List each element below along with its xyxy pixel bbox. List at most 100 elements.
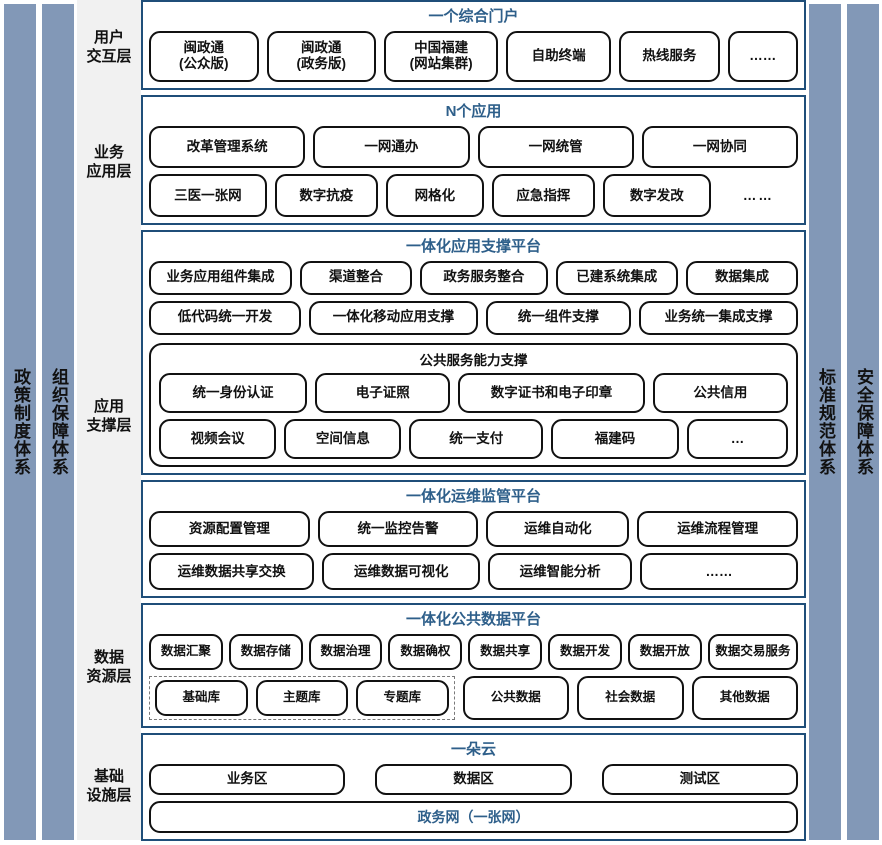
- node-test-zone[interactable]: 测试区: [601, 763, 798, 795]
- node-basic-library[interactable]: 基础库: [155, 679, 248, 716]
- pillar-standard-specification: 标准规范体系: [809, 4, 841, 840]
- node-data-aggregation[interactable]: 数据汇聚: [149, 633, 223, 670]
- node-lowcode-unified-dev[interactable]: 低代码统一开发: [149, 300, 302, 335]
- panel-infra-row-zones: 业务区 数据区 测试区: [149, 763, 798, 795]
- node-data-opening[interactable]: 数据开放: [627, 633, 702, 670]
- layer-label-line2: 交互层: [86, 47, 132, 65]
- panel-ops-row-2: 运维数据共享交换 运维数据可视化 运维智能分析 ……: [149, 553, 798, 590]
- panel-infra-row-network: 政务网（一张网）: [149, 800, 798, 834]
- node-line2: (网站集群): [409, 56, 473, 72]
- node-ops-process-management[interactable]: 运维流程管理: [637, 510, 799, 548]
- node-hotline-service[interactable]: 热线服务: [619, 30, 720, 82]
- panel-portal-row: 闽政通 (公众版) 闽政通 (政务版) 中国福建 (网站集群): [149, 30, 798, 82]
- node-unified-component-support[interactable]: 统一组件支撑: [485, 300, 631, 335]
- node-resource-config-management[interactable]: 资源配置管理: [149, 510, 310, 548]
- node-unified-payment[interactable]: 统一支付: [409, 418, 543, 459]
- node-data-trading-service[interactable]: 数据交易服务: [707, 633, 798, 670]
- node-spatial-information[interactable]: 空间信息: [284, 418, 402, 459]
- node-gov-service-integration[interactable]: 政务服务整合: [420, 260, 548, 295]
- node-unified-monitoring-alarm[interactable]: 统一监控告警: [317, 510, 479, 548]
- layer-label-line1: 基础: [93, 767, 124, 785]
- node-data-sharing[interactable]: 数据共享: [468, 633, 543, 670]
- node-digital-epidemic[interactable]: 数字抗疫: [274, 174, 378, 217]
- node-emergency-command[interactable]: 应急指挥: [491, 174, 595, 217]
- panel-ops-monitoring: 一体化运维监管平台 资源配置管理 统一监控告警 运维自动化 运维流程管理 运维数…: [141, 480, 806, 598]
- node-minzhengtong-gov[interactable]: 闽政通 (政务版): [266, 30, 377, 82]
- node-china-fujian-sites[interactable]: 中国福建 (网站集群): [384, 30, 499, 82]
- node-subject-library[interactable]: 主题库: [255, 679, 349, 716]
- node-ops-intelligent-analysis[interactable]: 运维智能分析: [488, 553, 632, 590]
- node-fujian-code[interactable]: 福建码: [551, 418, 680, 459]
- node-government-network[interactable]: 政务网（一张网）: [149, 800, 798, 834]
- node-thematic-library[interactable]: 专题库: [356, 679, 449, 716]
- subpanel-public-service-title: 公共服务能力支撑: [419, 352, 528, 368]
- panel-data-row-2: 基础库 主题库 专题库 公共数据 社会数据 其他数据: [149, 675, 798, 720]
- node-digital-cert-and-eseal[interactable]: 数字证书和电子印章: [458, 372, 645, 413]
- pillar-security-guarantee-label: 安全保障体系: [854, 368, 874, 476]
- layer-label-line1: 应用: [93, 397, 124, 415]
- node-three-med-one-net[interactable]: 三医一张网: [149, 174, 267, 217]
- panel-portal: 一个综合门户 闽政通 (公众版) 闽政通 (政务版) 中国福建: [141, 0, 806, 90]
- node-social-data[interactable]: 社会数据: [577, 675, 684, 720]
- node-ops-automation[interactable]: 运维自动化: [486, 510, 630, 548]
- node-public-data[interactable]: 公共数据: [462, 675, 570, 720]
- node-integrated-mobile-app-support[interactable]: 一体化移动应用支撑: [309, 300, 478, 335]
- panel-data-row-1: 数据汇聚 数据存储 数据治理 数据确权 数据共享 数据开发 数据开放 数据交易服…: [149, 633, 798, 670]
- node-data-zone[interactable]: 数据区: [375, 763, 572, 795]
- layer-panel-stack: 一个综合门户 闽政通 (公众版) 闽政通 (政务版) 中国福建: [141, 0, 806, 841]
- node-electronic-license[interactable]: 电子证照: [315, 372, 451, 413]
- node-line1: 闽政通: [301, 40, 342, 56]
- node-ops-data-sharing-exchange[interactable]: 运维数据共享交换: [149, 553, 315, 590]
- panel-business-title: N个应用: [445, 103, 502, 120]
- panel-public-data-platform: 一体化公共数据平台 数据汇聚 数据存储 数据治理 数据确权 数据共享 数据开发 …: [141, 603, 806, 728]
- node-business-component-integration[interactable]: 业务应用组件集成: [149, 260, 293, 295]
- subpanel-row-2: 视频会议 空间信息 统一支付 福建码 …: [159, 418, 789, 459]
- node-unified-identity-auth[interactable]: 统一身份认证: [159, 372, 308, 413]
- node-data-governance[interactable]: 数据治理: [308, 633, 383, 670]
- pillar-organization-guarantee: 组织保障体系: [42, 4, 74, 840]
- layer-name-column: 用户 交互层 业务 应用层 应用 支撑层 数据 资源层 基础 设: [77, 0, 141, 840]
- panel-application-support: 一体化应用支撑平台 业务应用组件集成 渠道整合 政务服务整合 已建系统集成 数据…: [141, 230, 806, 475]
- node-data-integration[interactable]: 数据集成: [685, 260, 799, 295]
- node-digital-development-reform[interactable]: 数字发改: [602, 174, 711, 217]
- panel-infrastructure-cloud: 一朵云 业务区 数据区 测试区 政务网（一张网）: [141, 733, 806, 841]
- panel-business-applications: N个应用 改革管理系统 一网通办 一网统管 一网协同 三医一张网 数字抗疫 网格…: [141, 95, 806, 225]
- layer-label-line2: 设施层: [86, 786, 132, 804]
- panel-ops-title: 一体化运维监管平台: [405, 488, 541, 505]
- node-one-net-governance[interactable]: 一网统管: [477, 125, 634, 169]
- node-more-ellipsis[interactable]: ……: [727, 30, 798, 82]
- node-data-rights-confirmation[interactable]: 数据确权: [388, 633, 463, 670]
- layer-label-business-application: 业务 应用层: [77, 95, 141, 230]
- node-reform-management-system[interactable]: 改革管理系统: [149, 125, 306, 169]
- layer-label-line2: 资源层: [86, 668, 132, 685]
- subpanel-row-1: 统一身份认证 电子证照 数字证书和电子印章 公共信用: [159, 372, 789, 413]
- panel-ops-row-1: 资源配置管理 统一监控告警 运维自动化 运维流程管理: [149, 510, 799, 548]
- node-existing-system-integration[interactable]: 已建系统集成: [555, 260, 678, 295]
- node-line1: 闽政通: [183, 40, 225, 56]
- layer-label-line2: 支撑层: [86, 416, 132, 434]
- node-one-net-service[interactable]: 一网通办: [313, 125, 470, 169]
- panel-app-support-title: 一体化应用支撑平台: [405, 238, 541, 255]
- node-one-net-collaboration[interactable]: 一网协同: [641, 125, 798, 169]
- layer-label-application-support: 应用 支撑层: [77, 230, 141, 603]
- layer-label-line1: 业务: [93, 143, 124, 161]
- pillar-policy-system-label: 政策制度体系: [11, 368, 31, 476]
- node-public-credit[interactable]: 公共信用: [652, 372, 789, 413]
- node-ops-data-visualization[interactable]: 运维数据可视化: [322, 553, 481, 590]
- node-data-development[interactable]: 数据开发: [548, 633, 622, 670]
- node-more-ellipsis[interactable]: …: [687, 418, 789, 459]
- node-self-service-terminal[interactable]: 自助终端: [506, 30, 612, 82]
- node-other-data[interactable]: 其他数据: [691, 675, 798, 720]
- node-minzhengtong-public[interactable]: 闽政通 (公众版): [149, 30, 259, 82]
- node-business-zone[interactable]: 业务区: [149, 763, 346, 795]
- layer-label-line2: 应用层: [86, 162, 132, 180]
- node-channel-integration[interactable]: 渠道整合: [300, 260, 413, 295]
- node-gridding[interactable]: 网格化: [385, 174, 484, 217]
- node-more-ellipsis: ……: [718, 174, 798, 217]
- node-data-storage[interactable]: 数据存储: [228, 633, 303, 670]
- node-video-conference[interactable]: 视频会议: [159, 418, 277, 459]
- panel-infra-title: 一朵云: [450, 741, 496, 758]
- node-business-unified-integration-support[interactable]: 业务统一集成支撑: [638, 300, 798, 335]
- node-more-ellipsis[interactable]: ……: [639, 553, 798, 590]
